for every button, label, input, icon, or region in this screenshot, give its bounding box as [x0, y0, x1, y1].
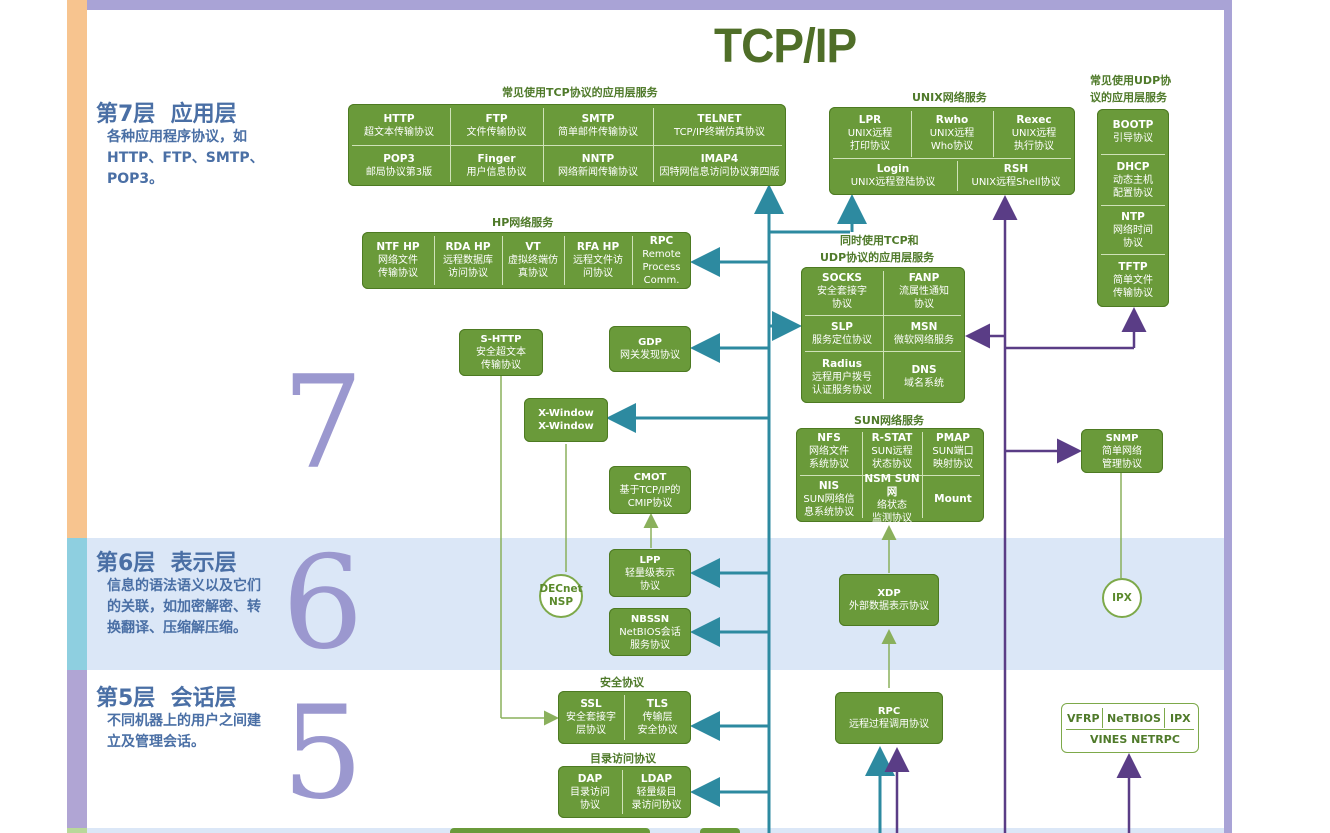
directory-label: 目录访问协议 — [590, 752, 656, 765]
both-services-label-2: UDP协议的应用层服务 — [820, 251, 935, 264]
bottom-partial-box-mid — [700, 828, 740, 833]
layer5-title: 第5层 会话层 — [96, 686, 237, 711]
sun-services-label: SUN网络服务 — [854, 414, 925, 427]
layer5-number: 5 — [282, 679, 364, 828]
layer5-desc: 不同机器上的用户之间建立及管理会话。 — [107, 713, 261, 750]
layer7-number: 7 — [282, 349, 364, 498]
layer7-title: 第7层 应用层 — [96, 102, 237, 127]
layer5-strip — [67, 670, 87, 828]
layer6-title: 第6层 表示层 — [96, 551, 237, 576]
bottom-partial-box-left — [450, 828, 650, 833]
udp-services-label-2: 议的应用层服务 — [1090, 91, 1167, 104]
layer4-band — [87, 828, 1224, 833]
ipx-circle: IPX — [1102, 578, 1142, 618]
layer6-number: 6 — [282, 529, 364, 678]
top-frame-bar — [67, 0, 1232, 10]
diagram-title: TCP/IP — [714, 17, 857, 73]
layer6-strip — [67, 538, 87, 670]
both-services-label-1: 同时使用TCP和 — [840, 234, 919, 247]
security-label: 安全协议 — [600, 676, 644, 689]
ipx-label: IPX — [1170, 712, 1191, 725]
layer7-strip — [67, 0, 87, 538]
unix-services-label: UNIX网络服务 — [912, 91, 987, 104]
udp-services-label-1: 常见使用UDP协 — [1090, 74, 1172, 87]
sun-cell-mount: Mount — [934, 492, 972, 505]
hp-services-label: HP网络服务 — [492, 216, 554, 229]
vines-netrpc-label: VINES NETRPC — [1090, 733, 1180, 746]
right-frame-bar — [1224, 0, 1232, 833]
layer6-desc: 信息的语法语义以及它们的关联，如加密解密、转换翻译、压缩解压缩。 — [107, 578, 261, 636]
netbios-box: VFRP NeTBIOS IPX VINES NETRPC — [1061, 703, 1199, 753]
layer4-strip — [67, 828, 87, 833]
layer7-desc: 各种应用程序协议，如HTTP、FTP、SMTP、POP3。 — [107, 129, 264, 187]
vfrp-label: VFRP — [1067, 712, 1100, 725]
netbios-label: NeTBIOS — [1107, 712, 1161, 725]
tcp-services-label: 常见使用TCP协议的应用层服务 — [502, 86, 658, 99]
sun-cell-nsm: NSM SUN网络状态监测协议 — [864, 473, 920, 524]
